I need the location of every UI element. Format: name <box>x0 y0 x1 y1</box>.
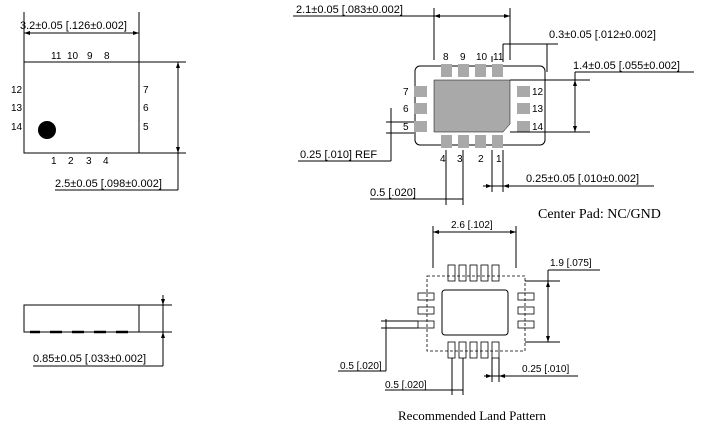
bv-pin-1: 1 <box>496 154 502 165</box>
lp-pad-left-2 <box>417 306 435 315</box>
bv-pin-10: 10 <box>476 52 488 63</box>
bv-pin-6: 6 <box>403 104 409 115</box>
land-pattern-title: Recommended Land Pattern <box>398 408 547 423</box>
lp-pad-right-3 <box>517 320 535 329</box>
bv-pin-2: 2 <box>478 154 484 165</box>
bv-pad-len-dim: 0.25±0.05 [.010±0.002] <box>526 173 639 185</box>
side-thickness-dim: 0.85±0.05 [.033±0.002] <box>33 353 146 365</box>
pad-11 <box>492 64 503 77</box>
pad-1 <box>492 135 503 148</box>
pad-3 <box>458 135 469 148</box>
pad-7 <box>414 86 427 97</box>
package-body-side <box>23 304 140 333</box>
bottom-view: 2.1±0.05 [.083±0.002] 8 9 10 11 4 3 2 1 … <box>293 4 694 222</box>
lp-pad-right-2 <box>517 306 535 315</box>
lp-pad-bot-4 <box>480 341 489 359</box>
top-height-dim: 2.5±0.05 [.098±0.002] <box>55 178 162 190</box>
top-pin-10: 10 <box>67 51 79 62</box>
lp-pad-right-1 <box>517 292 535 301</box>
pad-12 <box>517 86 530 97</box>
lp-pad-bot-3 <box>469 341 478 359</box>
pad-8 <box>441 64 452 77</box>
bv-pin-12: 12 <box>532 87 544 98</box>
bv-pin-7: 7 <box>403 87 409 98</box>
lp-pad-bot-5 <box>491 341 500 359</box>
bv-pin-8: 8 <box>443 52 449 63</box>
pad-2 <box>475 135 486 148</box>
bv-pin-13: 13 <box>532 104 544 115</box>
top-pin-4: 4 <box>103 156 109 167</box>
lp-pad-dim-right: 0.25 [.010] <box>522 364 569 375</box>
bv-pin-11: 11 <box>493 52 504 63</box>
bv-pin-5: 5 <box>403 122 409 133</box>
lp-pad-top-5 <box>491 264 500 282</box>
lp-pad-bot-2 <box>458 341 467 359</box>
land-pattern: 2.6 [.102] 1.9 [.075] <box>338 220 600 423</box>
top-pin-12: 12 <box>11 85 23 96</box>
lp-height-dim: 1.9 [.075] <box>550 258 592 269</box>
pad-5 <box>414 121 427 132</box>
pad-9 <box>458 64 469 77</box>
pad-14 <box>517 121 530 132</box>
top-pin-2: 2 <box>68 156 74 167</box>
pad-6 <box>414 103 427 114</box>
bv-pad-width-dim: 0.3±0.05 [.012±0.002] <box>549 29 656 41</box>
top-pin-3: 3 <box>86 156 92 167</box>
bv-width-dim: 2.1±0.05 [.083±0.002] <box>296 4 403 16</box>
top-pin-1: 1 <box>51 156 57 167</box>
bv-ref-dim: 0.25 [.010] REF <box>300 149 377 161</box>
lp-pad-top-4 <box>480 264 489 282</box>
top-pin-5: 5 <box>143 122 149 133</box>
pad-4 <box>441 135 452 148</box>
lp-pad-left-1 <box>417 292 435 301</box>
top-pin-13: 13 <box>11 103 23 114</box>
top-view: 3.2±0.05 [.126±0.002] 11 10 9 8 1 2 3 4 … <box>11 12 186 191</box>
lp-outline <box>426 275 526 352</box>
lp-pad-bot-1 <box>447 341 456 359</box>
pad-10 <box>475 64 486 77</box>
top-pin-9: 9 <box>87 51 93 62</box>
top-pin-8: 8 <box>104 51 110 62</box>
package-body-top <box>23 61 140 154</box>
bv-pin-3: 3 <box>457 154 463 165</box>
lp-pad-top-1 <box>447 264 456 282</box>
bv-pin-14: 14 <box>532 122 544 133</box>
pin1-marker <box>38 121 56 139</box>
bv-pin-9: 9 <box>460 52 466 63</box>
center-pad <box>433 79 511 133</box>
lp-pad-top-3 <box>469 264 478 282</box>
lp-pitch-dim: 0.5 [.020] <box>385 380 427 391</box>
top-width-dim: 3.2±0.05 [.126±0.002] <box>20 20 127 32</box>
bv-center-pad-dim: 1.4±0.05 [.055±0.002] <box>573 60 680 72</box>
lp-center-pad <box>441 289 509 336</box>
lp-width-dim: 2.6 [.102] <box>451 220 493 231</box>
lp-pad-left-3 <box>417 320 435 329</box>
top-pin-7: 7 <box>143 85 149 96</box>
top-pin-14: 14 <box>11 122 23 133</box>
bv-pin-4: 4 <box>440 154 446 165</box>
pad-13 <box>517 103 530 114</box>
bv-pitch-dim: 0.5 [.020] <box>370 187 416 199</box>
center-pad-note: Center Pad: NC/GND <box>538 207 661 222</box>
top-pin-11: 11 <box>51 51 62 62</box>
lp-pad-top-2 <box>458 264 467 282</box>
lp-pad-dim-left: 0.5 [.020] <box>340 361 382 372</box>
top-pin-6: 6 <box>143 103 149 114</box>
side-view: 0.85±0.05 [.033±0.002] <box>23 295 172 367</box>
